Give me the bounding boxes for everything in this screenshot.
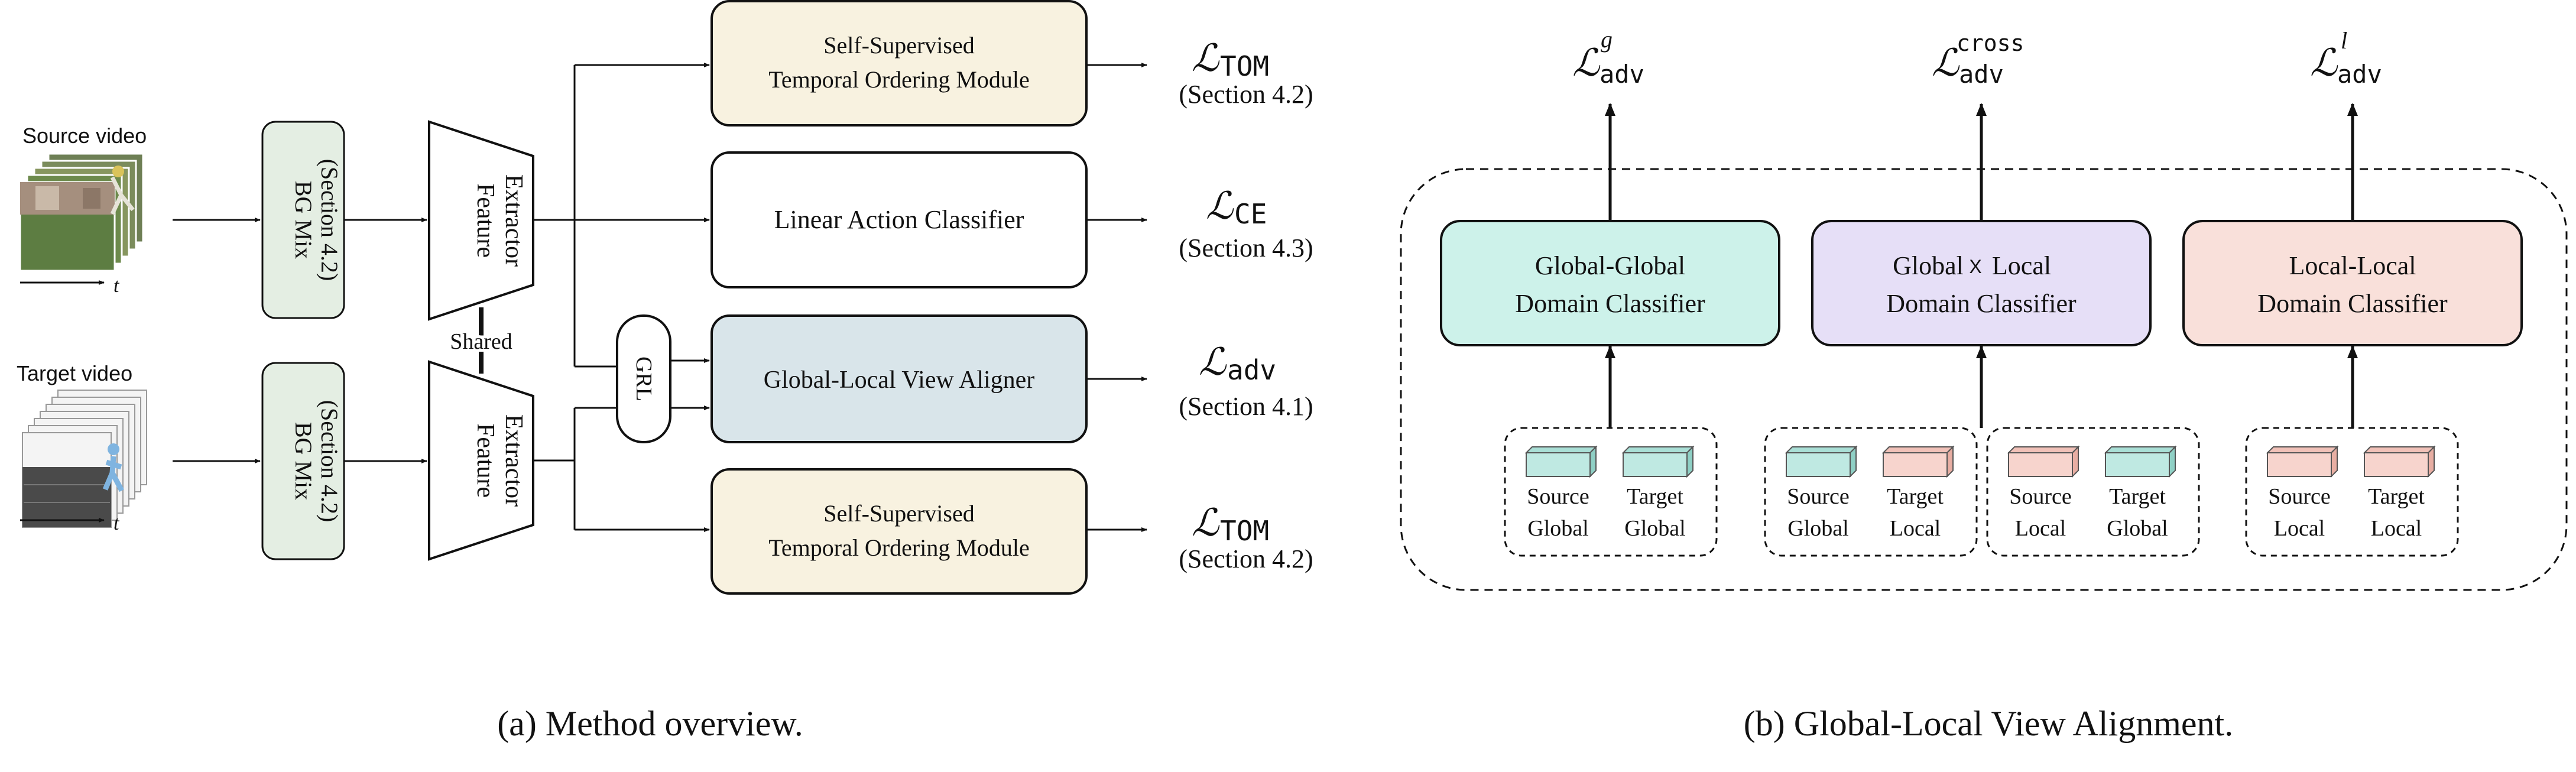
svg-text:ℒ: ℒ xyxy=(1192,502,1220,544)
svg-text:Local: Local xyxy=(2015,516,2066,541)
target-video-frames xyxy=(22,390,147,528)
svg-text:BG Mix: BG Mix xyxy=(290,181,317,259)
svg-text:Linear Action Classifier: Linear Action Classifier xyxy=(774,205,1024,234)
source-video-frames xyxy=(19,153,144,272)
svg-text:BG Mix: BG Mix xyxy=(290,422,317,500)
loss-ce: ℒ CE (Section 4.3) xyxy=(1179,185,1313,262)
svg-text:ℒ: ℒ xyxy=(1206,185,1234,227)
routing-lines xyxy=(533,65,617,530)
tom-module-top: Self-Supervised Temporal Ordering Module xyxy=(710,0,1088,126)
svg-text:adv: adv xyxy=(1227,354,1276,386)
panel-b-global-local-view-alignment: ℒ adv g ℒ adv cross ℒ adv l Global-Globa… xyxy=(1400,26,2568,743)
loss-adv-global: ℒ adv g xyxy=(1572,26,1644,89)
feature-pair-global-local: Source Global Target Local xyxy=(1764,427,1978,557)
source-video-label: Source video xyxy=(22,124,147,148)
svg-text:ℒ: ℒ xyxy=(1572,42,1601,84)
svg-text:Target: Target xyxy=(1887,484,1944,509)
svg-text:Target: Target xyxy=(2109,484,2166,509)
loss-adv: ℒ adv (Section 4.1) xyxy=(1179,341,1313,421)
grl-block: GRL xyxy=(616,314,671,443)
classifier-group-frame xyxy=(1400,168,2568,591)
feature-pair-local-local: Source Local Target Local xyxy=(2245,427,2459,557)
global-x-local-domain-classifier: Global X Local Domain Classifier xyxy=(1811,220,2152,346)
svg-text:CE: CE xyxy=(1234,198,1267,230)
svg-text:Global: Global xyxy=(1893,251,1964,280)
bg-mix-target-box: BG Mix (Section 4.2) xyxy=(261,362,345,560)
svg-text:adv: adv xyxy=(2337,60,2382,89)
caption-a: (a) Method overview. xyxy=(497,704,803,743)
panel-a-method-overview: Source video t Target video xyxy=(17,0,1313,743)
svg-text:(Section 4.2): (Section 4.2) xyxy=(316,400,343,523)
source-time-label: t xyxy=(113,275,120,297)
svg-text:Local: Local xyxy=(2274,516,2325,541)
svg-text:Global: Global xyxy=(1787,516,1848,541)
shared-label: Shared xyxy=(450,329,512,354)
bg-mix-source-box: BG Mix (Section 4.2) xyxy=(261,121,345,319)
global-local-view-aligner: Global-Local View Aligner xyxy=(710,314,1088,443)
local-local-domain-classifier: Local-Local Domain Classifier xyxy=(2182,220,2523,346)
loss-tom-top: ℒ TOM (Section 4.2) xyxy=(1179,37,1313,109)
svg-text:l: l xyxy=(2341,27,2347,54)
svg-text:(Section 4.2): (Section 4.2) xyxy=(1179,80,1313,109)
svg-text:Target: Target xyxy=(2368,484,2425,509)
svg-text:cross: cross xyxy=(1957,30,2024,56)
loss-adv-cross: ℒ adv cross xyxy=(1932,30,2024,89)
svg-text:Temporal Ordering Module: Temporal Ordering Module xyxy=(768,66,1030,93)
feature-pair-global-global: Source Global Target Global xyxy=(1504,427,1718,557)
feature-extractor-source: Feature Extractor xyxy=(428,120,534,321)
caption-b: (b) Global-Local View Alignment. xyxy=(1744,704,2233,743)
svg-text:Self-Supervised: Self-Supervised xyxy=(823,500,975,527)
svg-text:Global: Global xyxy=(2107,516,2168,541)
svg-text:ℒ: ℒ xyxy=(2310,42,2338,84)
svg-text:(Section 4.2): (Section 4.2) xyxy=(1179,544,1313,573)
svg-text:Domain Classifier: Domain Classifier xyxy=(1886,289,2077,318)
svg-text:adv: adv xyxy=(1600,60,1644,89)
feature-extractor-target: Feature Extractor xyxy=(428,360,534,561)
svg-text:(Section 4.2): (Section 4.2) xyxy=(316,159,343,281)
svg-text:Local: Local xyxy=(1890,516,1941,541)
svg-text:Local: Local xyxy=(1992,251,2051,280)
svg-text:Target: Target xyxy=(1627,484,1683,509)
target-time-label: t xyxy=(113,512,120,534)
svg-text:X: X xyxy=(1969,256,1981,277)
svg-text:Domain Classifier: Domain Classifier xyxy=(1515,289,1705,318)
svg-text:ℒ: ℒ xyxy=(1199,341,1227,383)
svg-text:Extractor: Extractor xyxy=(500,174,527,267)
svg-text:Source: Source xyxy=(1527,484,1589,509)
svg-text:Self-Supervised: Self-Supervised xyxy=(823,32,975,59)
svg-text:g: g xyxy=(1601,26,1613,53)
svg-text:GRL: GRL xyxy=(631,356,656,401)
svg-text:Source: Source xyxy=(2009,484,2072,509)
svg-text:Source: Source xyxy=(2268,484,2331,509)
svg-text:ℒ: ℒ xyxy=(1192,37,1220,79)
svg-text:Domain Classifier: Domain Classifier xyxy=(2257,289,2448,318)
svg-text:Source: Source xyxy=(1787,484,1850,509)
linear-action-classifier: Linear Action Classifier xyxy=(710,151,1088,288)
svg-text:adv: adv xyxy=(1959,60,2004,89)
svg-text:Feature: Feature xyxy=(472,423,499,498)
svg-text:ℒ: ℒ xyxy=(1932,42,1960,84)
svg-text:Temporal Ordering Module: Temporal Ordering Module xyxy=(768,534,1030,561)
svg-text:Extractor: Extractor xyxy=(500,414,527,507)
loss-adv-local: ℒ adv l xyxy=(2310,27,2382,89)
feature-pair-local-global: Source Local Target Global xyxy=(1986,427,2200,557)
loss-tom-bottom: ℒ TOM (Section 4.2) xyxy=(1179,502,1313,573)
svg-text:Global-Local View Aligner: Global-Local View Aligner xyxy=(764,366,1035,394)
svg-text:(Section 4.3): (Section 4.3) xyxy=(1179,233,1313,262)
global-global-domain-classifier: Global-Global Domain Classifier xyxy=(1440,220,1780,346)
target-video-label: Target video xyxy=(17,361,132,385)
tom-module-bottom: Self-Supervised Temporal Ordering Module xyxy=(710,468,1088,595)
svg-text:Local-Local: Local-Local xyxy=(2289,251,2416,280)
svg-text:Feature: Feature xyxy=(472,183,499,258)
svg-text:TOM: TOM xyxy=(1220,50,1269,82)
svg-text:Global: Global xyxy=(1624,516,1685,541)
svg-text:Global-Global: Global-Global xyxy=(1535,251,1685,280)
svg-text:Global: Global xyxy=(1527,516,1588,541)
svg-text:(Section 4.1): (Section 4.1) xyxy=(1179,392,1313,421)
svg-text:Local: Local xyxy=(2371,516,2422,541)
svg-text:TOM: TOM xyxy=(1220,515,1269,547)
